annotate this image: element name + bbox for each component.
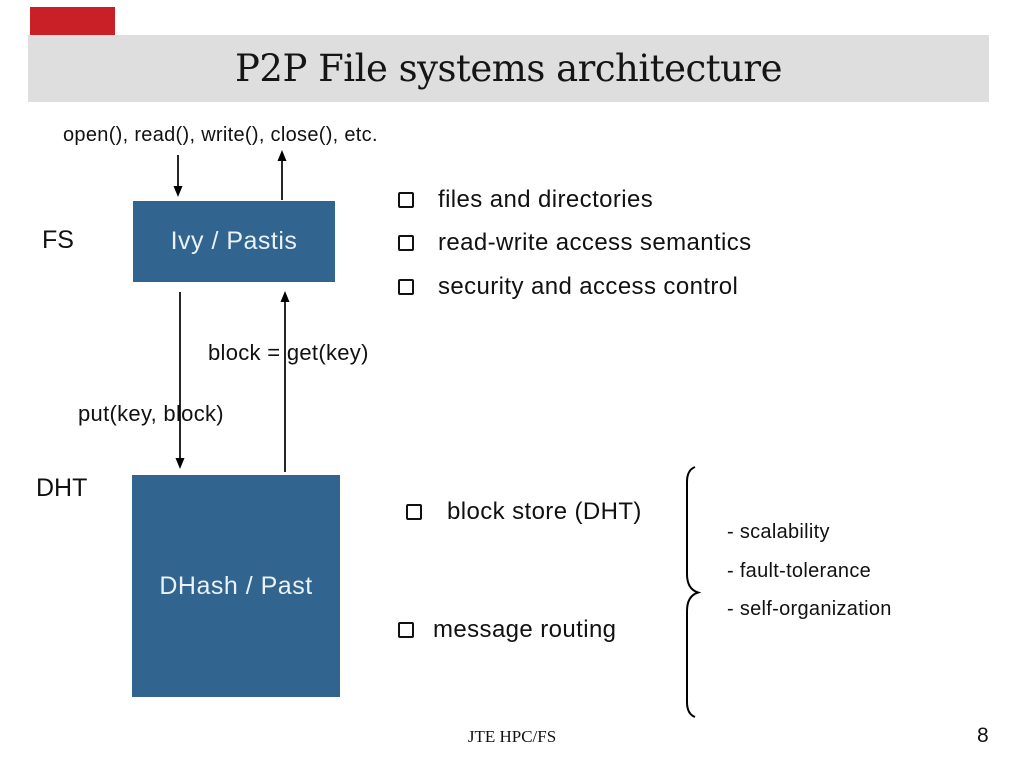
square-bullet-icon xyxy=(398,235,414,251)
dht-properties-list: - scalability - fault-tolerance - self-o… xyxy=(727,513,892,629)
fs-bullet-label: read-write access semantics xyxy=(438,229,752,256)
property-item: - fault-tolerance xyxy=(727,559,872,582)
fs-bullet-item: read-write access semantics xyxy=(398,228,752,258)
square-bullet-icon xyxy=(406,504,422,520)
dht-layer-label: DHT xyxy=(36,474,88,502)
ivy-pastis-node: Ivy / Pastis xyxy=(133,201,335,282)
fs-bullet-label: files and directories xyxy=(438,186,654,213)
api-calls-label: open(), read(), write(), close(), etc. xyxy=(63,124,378,146)
dhash-past-node-label: DHash / Past xyxy=(159,571,313,600)
arrowhead-down-icon xyxy=(173,186,183,197)
dhash-past-node: DHash / Past xyxy=(132,475,340,697)
arrowhead-up-icon xyxy=(280,291,290,302)
arrowhead-up-icon xyxy=(277,150,287,161)
footer-text: JTE HPC/FS xyxy=(467,727,557,746)
dht-bullet-item: block store (DHT) xyxy=(406,497,642,527)
ivy-pastis-node-label: Ivy / Pastis xyxy=(170,227,298,255)
curly-brace xyxy=(686,466,702,718)
fs-layer-label: FS xyxy=(42,226,74,254)
red-corner-badge xyxy=(30,7,115,38)
square-bullet-icon xyxy=(398,279,414,295)
page-number: 8 xyxy=(977,724,989,747)
arrowhead-down-icon xyxy=(175,458,185,469)
dht-bullet-label: block store (DHT) xyxy=(447,498,642,525)
property-item: - self-organization xyxy=(727,598,892,620)
title-bar: P2P File systems architecture xyxy=(28,35,989,102)
dht-bullet-item: message routing xyxy=(398,615,616,645)
fs-bullet-label: security and access control xyxy=(438,273,739,300)
dht-bullet-label: message routing xyxy=(433,616,617,643)
square-bullet-icon xyxy=(398,622,414,638)
property-item: - scalability xyxy=(727,521,830,543)
fs-bullet-item: files and directories xyxy=(398,185,653,215)
put-edge-label: put(key, block) xyxy=(78,401,224,426)
get-edge-label: block = get(key) xyxy=(208,340,369,365)
fs-bullet-item: security and access control xyxy=(398,272,738,302)
slide-title: P2P File systems architecture xyxy=(235,47,782,90)
square-bullet-icon xyxy=(398,192,414,208)
